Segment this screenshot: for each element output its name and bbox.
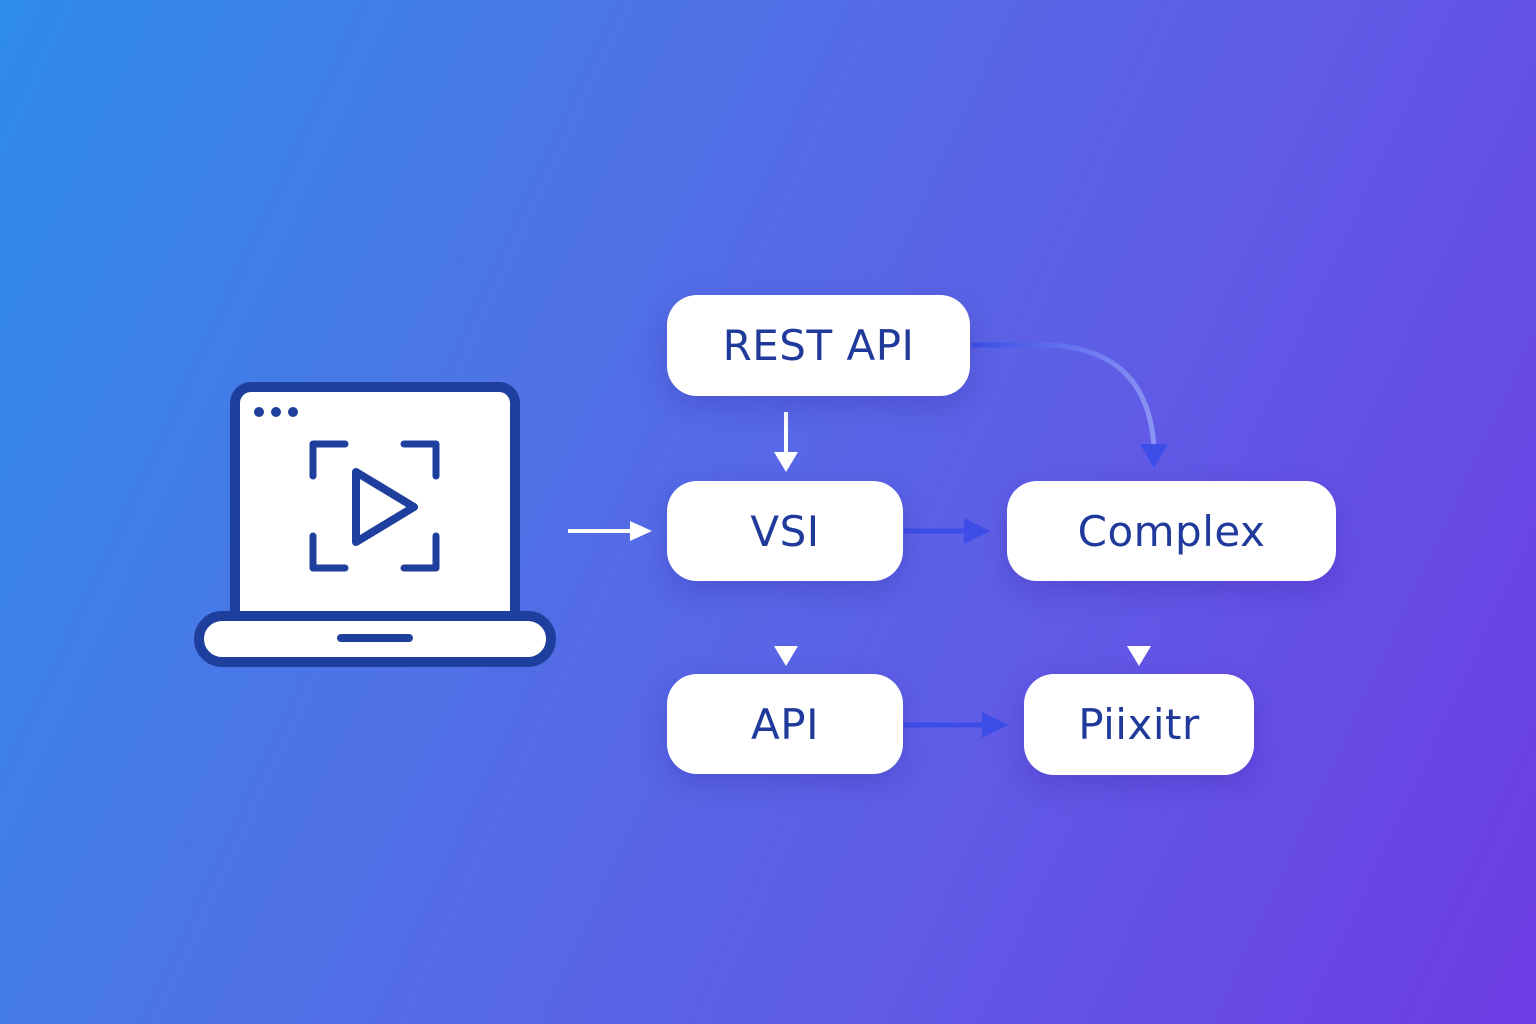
- edge-vsi-to-api: [774, 600, 798, 666]
- play-icon: [352, 468, 418, 546]
- edge-rest-api-to-vsi: [774, 412, 798, 472]
- screen-capture-frame-icon: [309, 440, 440, 572]
- edge-complex-to-piixitr: [1127, 600, 1151, 666]
- edge-api-to-piixitr: [904, 712, 1008, 738]
- edge-laptop-to-vsi: [568, 521, 652, 541]
- window-dots-icon: [254, 407, 298, 417]
- node-api[interactable]: API: [667, 674, 903, 774]
- edge-vsi-to-complex: [904, 518, 990, 544]
- node-piixitr[interactable]: Piixitr: [1024, 674, 1254, 775]
- edge-rest-api-to-complex: [972, 342, 1168, 468]
- node-rest-api[interactable]: REST API: [667, 295, 970, 396]
- node-complex[interactable]: Complex: [1007, 481, 1336, 581]
- node-vsi[interactable]: VSI: [667, 481, 903, 581]
